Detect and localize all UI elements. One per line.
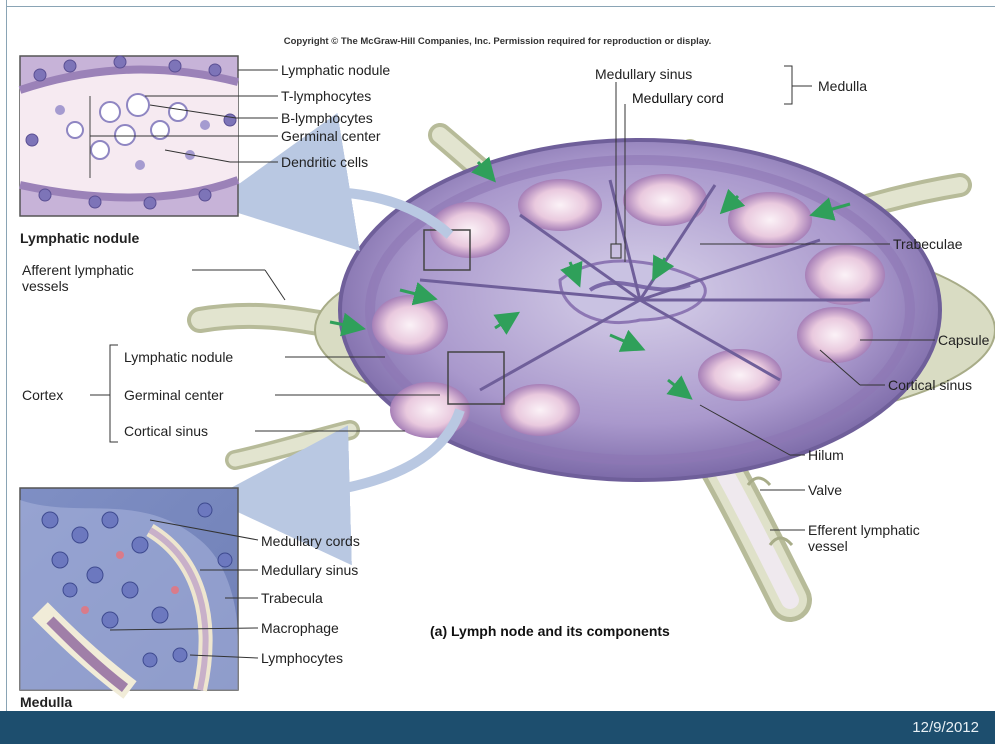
nodule-inset-title: Lymphatic nodule	[20, 230, 139, 246]
label-lymphocytes: Lymphocytes	[261, 650, 343, 666]
label-medullary-sinus-bottom: Medullary sinus	[261, 562, 358, 578]
label-valve: Valve	[808, 482, 842, 498]
label-efferent-line2: vessel	[808, 538, 848, 554]
label-medullary-sinus-top: Medullary sinus	[595, 66, 692, 82]
label-medullary-cords: Medullary cords	[261, 533, 360, 549]
label-trabeculae: Trabeculae	[893, 236, 963, 252]
label-cortical-sinus-left: Cortical sinus	[124, 423, 208, 439]
label-medulla: Medulla	[818, 78, 867, 94]
slide-date: 12/9/2012	[912, 719, 979, 736]
label-efferent-line1: Efferent lymphatic	[808, 522, 920, 538]
medulla-inset	[20, 488, 238, 690]
label-t-lymphocytes: T-lymphocytes	[281, 88, 371, 104]
label-cortex: Cortex	[22, 387, 63, 403]
figure-caption: (a) Lymph node and its components	[430, 623, 670, 639]
label-afferent-line2: vessels	[22, 278, 69, 294]
label-germinal-center-top: Germinal center	[281, 128, 381, 144]
slide-footer-bar: 12/9/2012	[0, 711, 995, 744]
label-dendritic-cells: Dendritic cells	[281, 154, 368, 170]
label-macrophage: Macrophage	[261, 620, 339, 636]
label-germinal-center-mid: Germinal center	[124, 387, 224, 403]
label-cortical-sinus-right: Cortical sinus	[888, 377, 972, 393]
label-capsule: Capsule	[938, 332, 989, 348]
label-b-lymphocytes: B-lymphocytes	[281, 110, 373, 126]
label-lymphatic-nodule-top: Lymphatic nodule	[281, 62, 390, 78]
label-hilum: Hilum	[808, 447, 844, 463]
medulla-inset-title: Medulla	[20, 694, 72, 710]
label-medullary-cord-top: Medullary cord	[632, 90, 724, 106]
label-lymphatic-nodule-mid: Lymphatic nodule	[124, 349, 233, 365]
label-afferent-line1: Afferent lymphatic	[22, 262, 134, 278]
label-trabecula: Trabecula	[261, 590, 323, 606]
